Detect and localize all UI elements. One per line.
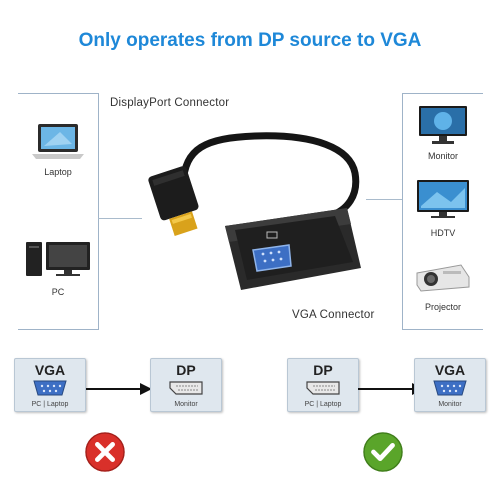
vga-port-icon	[33, 380, 67, 396]
wrong-source-card: VGA PC | Laptop	[14, 358, 86, 412]
laptop-icon	[32, 124, 84, 159]
right-target-card: VGA Monitor	[414, 358, 486, 412]
wrong-source-sub: PC | Laptop	[31, 401, 69, 408]
dp-port-icon	[169, 381, 203, 395]
device-label-projector: Projector	[424, 302, 461, 312]
right-source-sub: PC | Laptop	[304, 401, 342, 408]
vga-connector-label: VGA Connector	[292, 309, 375, 321]
dp-leader-line	[98, 218, 142, 219]
check-icon	[363, 432, 403, 472]
target-devices-panel: Monitor HDTV Projector	[402, 93, 483, 330]
wrong-source-title: VGA	[34, 362, 66, 378]
device-label-hdtv: HDTV	[430, 228, 456, 238]
projector-icon	[416, 264, 470, 292]
source-devices-panel: Laptop PC	[18, 93, 99, 330]
right-source-title: DP	[313, 362, 333, 378]
wrong-target-title: DP	[176, 362, 196, 378]
dp-to-vga-adapter-image	[148, 132, 361, 290]
device-label-pc: PC	[51, 287, 65, 297]
device-label-monitor: Monitor	[427, 151, 458, 161]
desktop-pc-icon	[26, 242, 90, 276]
arrow-right-icon	[86, 383, 152, 395]
cross-icon	[85, 432, 125, 472]
wrong-target-card: DP Monitor	[150, 358, 222, 412]
monitor-icon	[419, 106, 467, 144]
wrong-target-sub: Monitor	[174, 401, 198, 408]
dp-connector-label: DisplayPort Connector	[110, 97, 230, 109]
dp-port-icon	[306, 381, 340, 395]
right-target-sub: Monitor	[438, 401, 462, 408]
vga-port-icon	[433, 380, 467, 396]
hdtv-icon	[417, 180, 469, 218]
page-title: Only operates from DP source to VGA	[78, 30, 422, 51]
right-source-card: DP PC | Laptop	[287, 358, 359, 412]
right-target-title: VGA	[434, 362, 466, 378]
device-label-laptop: Laptop	[44, 167, 72, 177]
vga-leader-line	[366, 199, 402, 200]
